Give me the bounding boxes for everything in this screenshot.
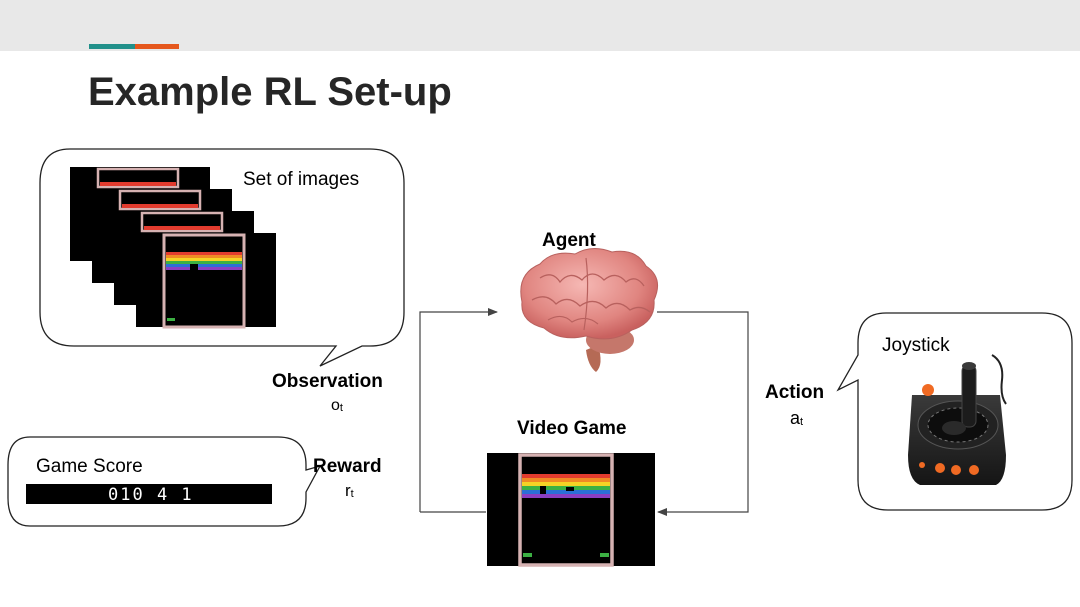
observation-frame-stripe-6 <box>166 267 242 270</box>
reward-symbol-subscript: t <box>350 488 354 500</box>
reward-symbol-main: r <box>345 481 351 500</box>
video-game-screen <box>487 453 655 567</box>
video-game-stripe-6 <box>522 494 610 498</box>
action-symbol: at <box>790 408 803 429</box>
observation-frame-stripe-3 <box>166 258 242 261</box>
observation-frame-stripe-2 <box>166 255 242 258</box>
observation-frame-stripe-1 <box>166 252 242 255</box>
joystick-callout-caption: Joystick <box>882 335 950 356</box>
agent-label: Agent <box>542 230 596 251</box>
observation-frame-stripe-4 <box>166 261 242 264</box>
accent-bar-teal <box>89 44 135 49</box>
video-game-stripe-3 <box>522 482 610 486</box>
slide-title: Example RL Set-up <box>88 70 452 114</box>
reward-label: Reward <box>313 456 382 477</box>
brain-icon <box>520 248 659 372</box>
observation-symbol-subscript: t <box>339 402 343 414</box>
reward-symbol: rt <box>345 481 354 501</box>
score-display-bar <box>26 484 272 504</box>
reward-callout <box>7 436 322 527</box>
action-symbol-subscript: t <box>800 416 804 428</box>
observation-frame-stripe-5 <box>166 264 242 267</box>
top-bar <box>0 0 1080 51</box>
action-label: Action <box>765 382 825 403</box>
observation-symbol: ot <box>331 397 343 415</box>
arrow-to-video-game <box>657 311 749 516</box>
video-game-stripe-5 <box>522 490 610 494</box>
score-display-value: 010 4 1 <box>108 485 194 505</box>
observation-callout-caption: Set of images <box>243 169 360 190</box>
observation-symbol-main: o <box>331 397 340 414</box>
arrow-to-agent <box>419 308 498 512</box>
observation-frame-stack <box>70 167 276 329</box>
observation-label: Observation <box>272 371 383 392</box>
video-game-label: Video Game <box>517 418 627 439</box>
video-game-stripe-1 <box>522 474 610 478</box>
joystick-icon <box>908 354 1007 485</box>
video-game-stripe-2 <box>522 478 610 482</box>
reward-callout-caption: Game Score <box>36 456 143 477</box>
accent-bar-orange <box>135 44 179 49</box>
action-symbol-main: a <box>790 408 801 428</box>
observation-frame-4 <box>136 233 276 329</box>
